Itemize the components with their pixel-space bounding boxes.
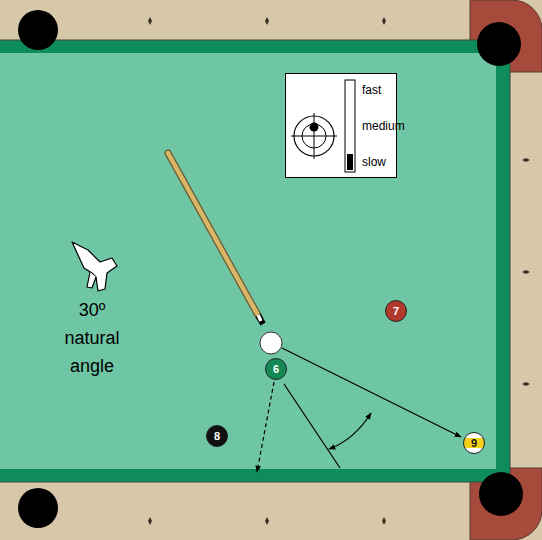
speed-label: slow bbox=[362, 155, 392, 169]
cloth bbox=[0, 53, 496, 469]
hand-icon bbox=[72, 242, 117, 291]
cue-ball-path bbox=[282, 348, 461, 437]
pool-ball: 8 bbox=[206, 425, 228, 447]
cue-tip bbox=[258, 315, 263, 324]
tangent-line bbox=[284, 384, 340, 468]
ball-number: 8 bbox=[214, 430, 220, 442]
hand-icon bbox=[87, 272, 96, 288]
tip-contact-dot bbox=[310, 123, 319, 132]
pocket bbox=[18, 488, 58, 528]
cue-stick bbox=[168, 153, 259, 317]
cushion bbox=[0, 40, 510, 482]
rail-edge bbox=[0, 482, 510, 483]
speed-label: fast bbox=[362, 83, 392, 97]
ball-number: 6 bbox=[273, 363, 279, 375]
crosshair bbox=[314, 113, 315, 159]
pocket bbox=[479, 472, 523, 516]
angle-arc bbox=[329, 413, 371, 449]
speed-level bbox=[347, 154, 353, 170]
ball-number: 9 bbox=[471, 437, 477, 449]
pool-ball: 6 bbox=[265, 358, 287, 380]
object-ball-path bbox=[257, 382, 274, 472]
cue-stick bbox=[168, 153, 259, 317]
pool-ball: 9 bbox=[463, 432, 485, 454]
speed-label: medium bbox=[362, 119, 392, 133]
cue-tip bbox=[258, 315, 261, 321]
speed-bar bbox=[345, 80, 355, 172]
rail-edge bbox=[510, 40, 511, 482]
cue-ball bbox=[260, 332, 282, 354]
diamond-markers bbox=[148, 17, 530, 525]
pool-ball: 7 bbox=[385, 300, 407, 322]
pocket bbox=[477, 22, 521, 66]
pocket bbox=[18, 10, 58, 50]
ball-number: 7 bbox=[393, 305, 399, 317]
angle-note: 30º natural angle bbox=[52, 296, 132, 380]
rail-edge bbox=[0, 40, 510, 41]
speed-gauge-box: fast medium slow bbox=[285, 73, 397, 178]
